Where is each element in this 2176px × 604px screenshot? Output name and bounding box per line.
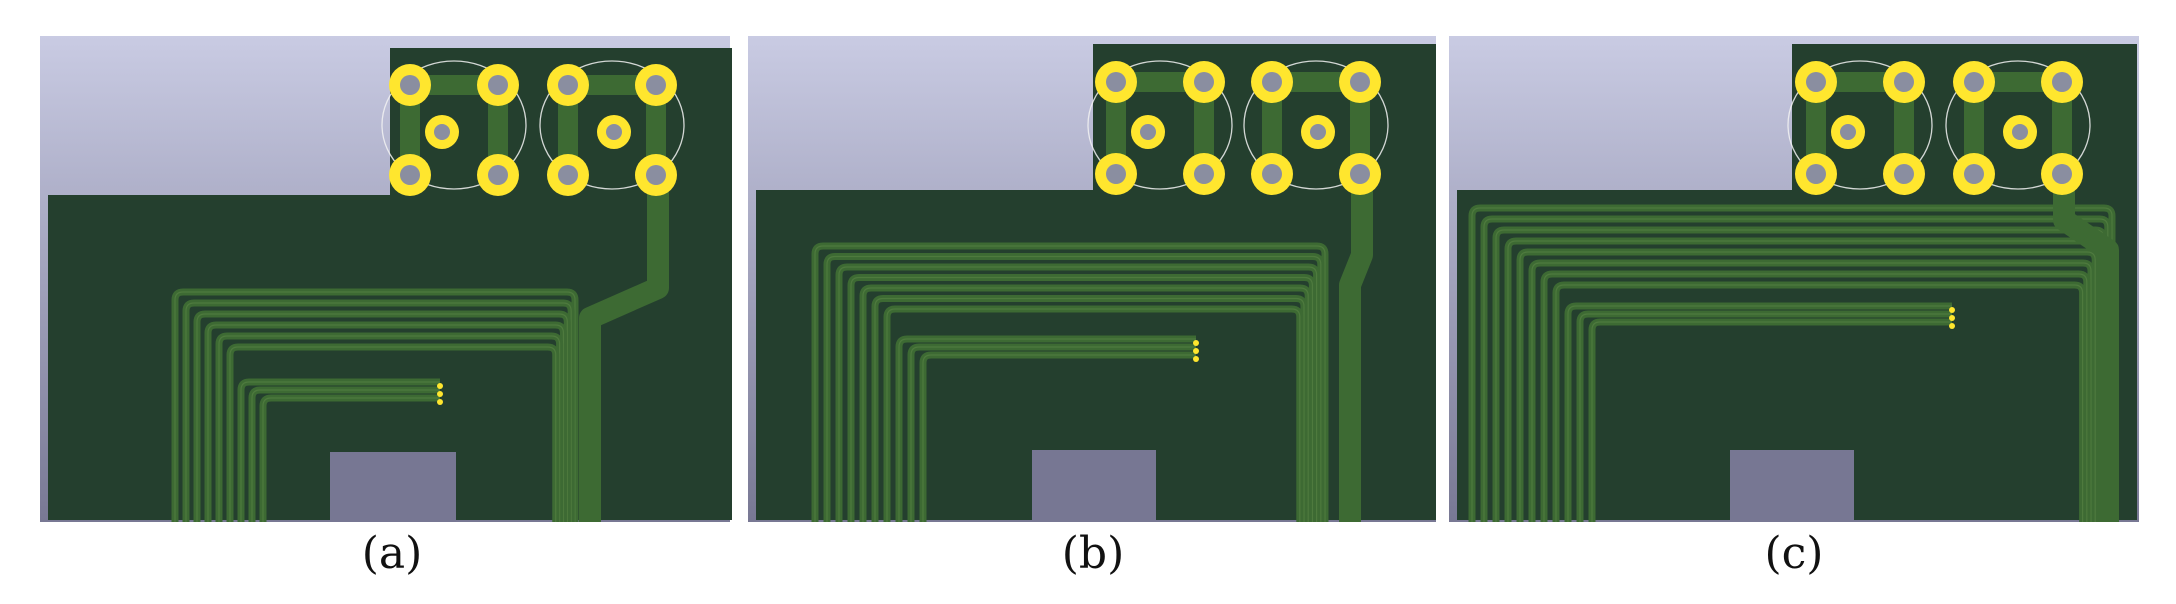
coil-turn-edge [898, 338, 1196, 522]
pad-hole [1894, 72, 1914, 92]
coil-turn-edge [1471, 207, 2113, 522]
pad-hole [488, 165, 508, 185]
coil-turn-edge [910, 346, 1196, 522]
coil-turn-edge [814, 245, 1326, 522]
pad-hole [1964, 164, 1984, 184]
coil-turn-edge [862, 287, 1309, 522]
coil-turn-edge [174, 291, 576, 522]
header-connector [1787, 60, 1933, 195]
coil-via [1949, 323, 1955, 329]
pad-hole [1194, 164, 1214, 184]
coil-turn-edge [240, 381, 440, 522]
coil-turn-edge [838, 266, 1318, 522]
pad-hole [2052, 72, 2072, 92]
panel-caption-c: (c) [1764, 528, 1824, 579]
board-cutout [1032, 450, 1156, 520]
coil-turn-edge [1543, 273, 2088, 522]
coil-turn-edge [850, 276, 1313, 522]
coil-turn-edge [207, 324, 565, 522]
coil-turn-edge [218, 335, 561, 522]
pad-hole [1806, 72, 1826, 92]
coil-turn-edge [1555, 284, 2084, 522]
feed-trace [579, 175, 669, 522]
coil-turn-edge [1519, 251, 2096, 522]
coil-traces [171, 288, 579, 522]
coil-turn-edge [874, 297, 1305, 522]
header-connector [381, 60, 527, 196]
coil-via [1949, 315, 1955, 321]
coil-via [437, 383, 443, 389]
coil-turn-edge [1579, 313, 1952, 522]
pad-hole [558, 165, 578, 185]
pcb-panel-a [40, 36, 732, 522]
coil-via [437, 391, 443, 397]
connector-courtyard [1787, 60, 1933, 190]
coil-turn-edge [229, 346, 557, 522]
pad-hole [1106, 72, 1126, 92]
pad-hole [488, 75, 508, 95]
pad-hole [1806, 164, 1826, 184]
pad-hole [1140, 124, 1156, 140]
connector-courtyard [539, 60, 685, 190]
coil-turn-edge [1531, 262, 2092, 522]
board-cutout [1730, 450, 1854, 520]
panel-caption-a: (a) [361, 528, 423, 579]
coil-traces [811, 242, 1329, 522]
pad-hole [400, 165, 420, 185]
header-connector [1243, 60, 1389, 195]
pad-hole [1840, 124, 1856, 140]
pad-hole [1894, 164, 1914, 184]
coil-via [437, 399, 443, 405]
feed-trace [1339, 174, 1373, 522]
pad-hole [2052, 164, 2072, 184]
coil-turn-edge [185, 302, 572, 522]
connector-courtyard [1243, 60, 1389, 190]
connector-courtyard [1087, 60, 1233, 190]
pad-hole [1350, 72, 1370, 92]
pad-hole [606, 124, 622, 140]
coil-turn-edge [886, 308, 1301, 522]
coil-turn-edge [1591, 321, 1952, 522]
pad-hole [646, 75, 666, 95]
connector-courtyard [381, 60, 527, 190]
pad-hole [1310, 124, 1326, 140]
panel-caption-b: (b) [1061, 528, 1125, 579]
pad-hole [434, 124, 450, 140]
pad-hole [1262, 72, 1282, 92]
header-connector [539, 60, 685, 196]
pcb-panel-c [1449, 36, 2139, 522]
coil-turn-edge [251, 389, 440, 522]
pad-hole [558, 75, 578, 95]
coil-turn-edge [196, 313, 568, 522]
coil-turn-edge [262, 397, 440, 522]
coil-via [1949, 307, 1955, 313]
pad-hole [2012, 124, 2028, 140]
coil-turn-edge [1567, 305, 1952, 522]
pad-hole [1106, 164, 1126, 184]
coil-via [1193, 356, 1199, 362]
pcb-panel-b [748, 36, 1436, 522]
connector-courtyard [1945, 60, 2091, 190]
header-connector [1945, 60, 2091, 195]
header-connector [1087, 60, 1233, 195]
coil-turn-edge [1483, 218, 2109, 522]
pad-hole [1350, 164, 1370, 184]
pad-hole [646, 165, 666, 185]
pad-hole [1964, 72, 1984, 92]
coil-via [1193, 348, 1199, 354]
pad-hole [1262, 164, 1282, 184]
pad-hole [400, 75, 420, 95]
feed-trace [2053, 174, 2119, 522]
coil-via [1193, 340, 1199, 346]
board-cutout [330, 452, 456, 522]
coil-turn-edge [922, 354, 1196, 522]
coil-turn-edge [826, 255, 1322, 522]
pad-hole [1194, 72, 1214, 92]
